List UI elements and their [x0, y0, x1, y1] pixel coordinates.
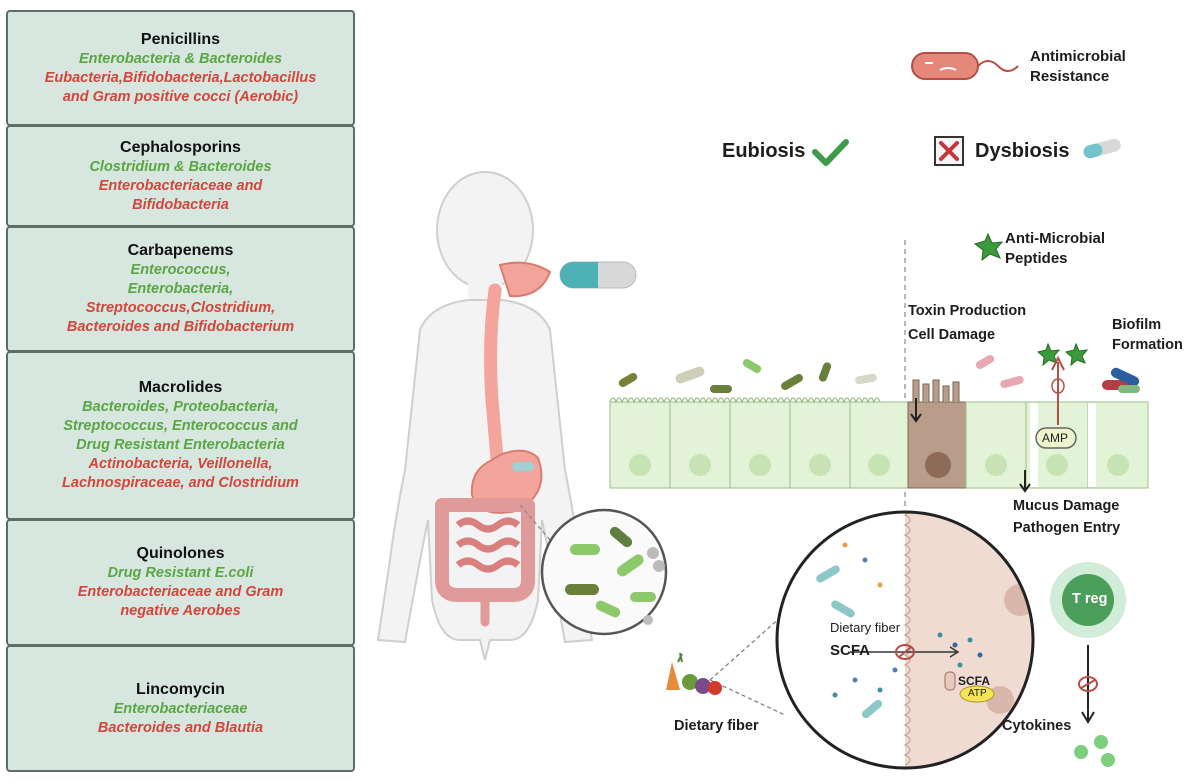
esophagus: [484, 283, 505, 477]
scfa-small-label: SCFA: [958, 674, 991, 688]
decreased-taxa: Eubacteria,Bifidobacteria,Lactobacillus: [44, 69, 317, 86]
antibiotic-name: Penicillins: [140, 30, 221, 48]
amp-badge: [1035, 427, 1077, 449]
decreased-taxa: Streptococcus,Clostridium,: [85, 300, 276, 316]
toxin-label: Cell Damage: [908, 327, 996, 343]
dietary-fiber-inner-label: Dietary fiber: [830, 620, 901, 635]
dysbiosis-label: Dysbiosis: [975, 140, 1070, 162]
amp-star-icon: [1064, 342, 1089, 367]
luminal-bacteria: [618, 355, 1140, 393]
check-icon: [812, 139, 849, 166]
toxin-label: Toxin Production: [908, 303, 1027, 319]
resistant-bacterium-icon: [911, 52, 1019, 80]
mucus-label: Mucus Damage: [1013, 498, 1120, 514]
eubiosis-label: Eubiosis: [722, 140, 806, 162]
antibiotic-box-penicillins: Penicillins Enterobacteria & Bacteroides…: [6, 10, 355, 126]
down-arrow: [910, 398, 922, 423]
mucus-label: Pathogen Entry: [1013, 520, 1121, 536]
antibiotic-name: Quinolones: [136, 545, 225, 562]
biofilm-label: Biofilm: [1112, 317, 1162, 333]
down-arrow: [1081, 645, 1095, 724]
antibiotic-name: Macrolides: [138, 379, 223, 396]
amr-label: Resistance: [1030, 68, 1110, 85]
scfa-label: SCFA: [830, 642, 871, 659]
increased-taxa: Drug Resistant Enterobacteria: [76, 437, 285, 453]
capsule-small-icon: [1083, 138, 1121, 159]
increased-taxa: Enterobacteria,: [127, 281, 234, 297]
antibiotic-box-quinolones: Quinolones Drug Resistant E.coli Enterob…: [6, 519, 355, 646]
pill-icon-stomach: [512, 462, 534, 471]
antibiotic-box-lincomycin: Lincomycin Enterobacteriaceae Bacteroide…: [6, 645, 355, 772]
increased-taxa: Enterobacteriaceae: [113, 700, 248, 717]
decreased-taxa: Enterobacteriaceae and Gram: [77, 584, 284, 600]
dietary-fiber-label: Dietary fiber: [674, 718, 759, 734]
inhibit-icon: [1078, 676, 1098, 692]
decreased-taxa: Actinobacteria, Veillonella,: [88, 456, 273, 472]
antibiotic-box-macrolides: Macrolides Bacteroides, Proteobacteria, …: [6, 351, 355, 520]
increased-taxa: Streptococcus, Enterococcus and: [63, 418, 298, 434]
antibiotic-name: Carbapenems: [127, 242, 234, 259]
magnified-gut-circle: [775, 510, 1035, 770]
diagram-canvas: [376, 52, 1149, 770]
increased-taxa: Enterobacteria & Bacteroides: [78, 50, 283, 67]
gut-diagram: Antimicrobial Resistance Eubiosis Dysbio…: [360, 0, 1200, 779]
amp-badge-label: AMP: [1042, 431, 1069, 445]
cytokine-dot: [1074, 745, 1088, 759]
zoom-bacteria-circle: [540, 508, 668, 636]
treg-cell: [1050, 562, 1126, 638]
increased-taxa: Clostridium & Bacteroides: [89, 158, 272, 175]
biofilm-label: Formation: [1112, 337, 1183, 353]
decreased-taxa: and Gram positive cocci (Aerobic): [62, 88, 299, 105]
cross-box-icon: [934, 136, 964, 166]
capsule-pill-icon: [559, 261, 637, 289]
amp-star-icon: [973, 232, 1004, 262]
decreased-taxa: Bacteroides and Blautia: [97, 719, 264, 736]
down-arrow: [1019, 470, 1031, 493]
amr-label: Antimicrobial: [1030, 48, 1126, 65]
treg-label: T reg: [1072, 591, 1108, 607]
vegetables-icon: [666, 652, 722, 695]
mouth: [498, 261, 552, 298]
antibiotic-name: Lincomycin: [136, 680, 225, 698]
amp-label: Peptides: [1005, 250, 1068, 267]
increased-taxa: Drug Resistant E.coli: [107, 565, 254, 581]
antibiotic-box-cephalosporins: Cephalosporins Clostridium & Bacteroides…: [6, 125, 355, 227]
cytokine-dot: [1094, 735, 1108, 749]
increased-taxa: Enterococcus,: [130, 262, 231, 278]
antibiotic-name: Cephalosporins: [120, 138, 241, 156]
amp-label: Anti-Microbial: [1005, 230, 1105, 247]
decreased-taxa: Enterobacteriaceae and: [98, 177, 263, 194]
intestines: [435, 498, 535, 627]
inhibit-icon: [1051, 378, 1065, 394]
cytokine-dot: [1101, 753, 1115, 767]
atp-label: ATP: [968, 688, 987, 699]
decreased-taxa: Bacteroides and Bifidobacterium: [66, 319, 295, 335]
antibiotic-box-carbapenems: Carbapenems Enterococcus, Enterobacteria…: [6, 226, 355, 352]
cytokines-label: Cytokines: [1002, 718, 1072, 734]
increased-taxa: Bacteroides, Proteobacteria,: [82, 399, 279, 415]
decreased-taxa: Bifidobacteria: [132, 196, 229, 213]
amp-star-icon: [1036, 342, 1061, 367]
decreased-taxa: negative Aerobes: [120, 603, 241, 619]
decreased-taxa: Lachnospiraceae, and Clostridium: [62, 475, 299, 491]
antibiotic-panel: Penicillins Enterobacteria & Bacteroides…: [4, 8, 357, 774]
